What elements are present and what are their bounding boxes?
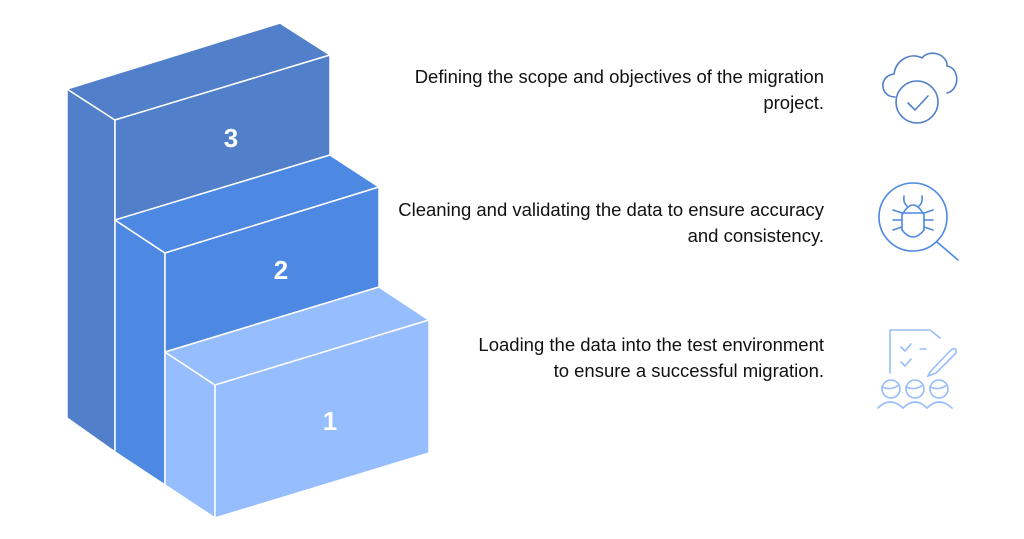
step-3-description: Defining the scope and objectives of the… [414,66,824,113]
step-3-number: 3 [224,123,238,153]
step-1-block [164,286,430,519]
step-2-block [114,154,380,486]
step-1-number: 1 [323,406,337,436]
cloud-check-icon [882,52,958,124]
checklist-team-icon [877,329,957,410]
step-3-block [66,22,331,453]
step-1-description: Loading the data into the test environme… [478,334,824,381]
step-2-number: 2 [274,255,288,285]
step-2-description: Cleaning and validating the data to ensu… [398,199,824,246]
bug-search-icon [878,182,959,261]
